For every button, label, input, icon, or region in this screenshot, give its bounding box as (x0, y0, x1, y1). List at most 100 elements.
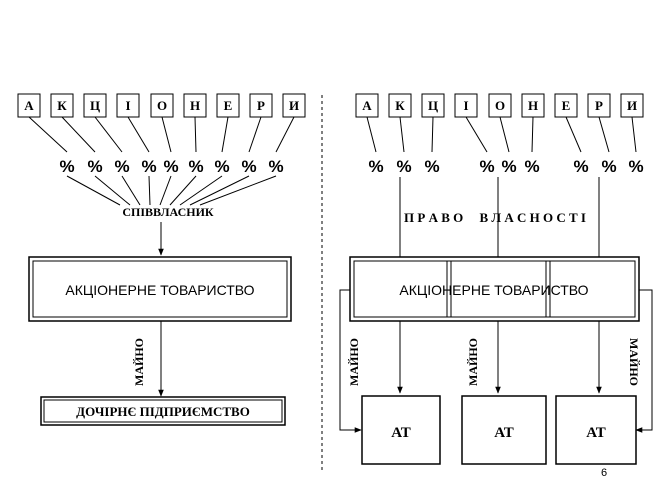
left-hub-line-7 (179, 175, 223, 206)
left-shareholder-box-6: Н (183, 93, 207, 118)
at-box-2-label: АТ (494, 425, 514, 441)
left-shareholder-letter-4: І (125, 98, 130, 113)
left-box-line-3 (94, 116, 123, 153)
left-shareholder-letter-2: К (57, 98, 67, 113)
right-shareholder-box-1: А (355, 93, 379, 118)
at-box-2: АТ (461, 395, 547, 465)
left-shareholder-letter-8: Р (257, 98, 265, 113)
right-property-label-3: МАЙНО (627, 338, 641, 386)
right-shareholder-letter-1: А (362, 98, 372, 113)
right-shareholder-box-2: К (388, 93, 412, 118)
left-company-label: АКЦІОНЕРНЕ ТОВАРИСТВО (65, 282, 254, 298)
left-box-line-5 (161, 116, 172, 153)
right-shareholder-letter-4: І (463, 98, 468, 113)
left-shareholder-letter-5: О (157, 98, 167, 113)
left-box-line-8 (248, 116, 262, 153)
page-number: 6 (601, 467, 607, 479)
left-box-line-4 (127, 116, 150, 153)
left-shareholder-letter-3: Ц (90, 98, 100, 113)
right-shareholder-box-4: І (454, 93, 478, 118)
right-percent-4: % (479, 157, 494, 176)
ownership-right-label: П Р А В О В Л А С Н О С Т І (404, 210, 586, 225)
at-box-3-label: АТ (586, 425, 606, 441)
left-hub-line-9 (199, 175, 277, 206)
right-connector-lines (366, 116, 637, 153)
left-box-line-7 (221, 116, 229, 153)
left-shareholder-box-1: А (17, 93, 41, 118)
property-connector-right (635, 289, 653, 433)
right-company-label: АКЦІОНЕРНЕ ТОВАРИСТВО (399, 282, 588, 298)
left-shareholder-letter-7: Е (224, 98, 233, 113)
left-shareholder-letter-6: Н (190, 98, 200, 113)
left-shareholder-box-5: О (150, 93, 174, 118)
left-company-box: АКЦІОНЕРНЕ ТОВАРИСТВО (28, 256, 292, 322)
right-shareholder-box-8: Р (587, 93, 611, 118)
left-percent-9: % (268, 157, 283, 176)
left-percent-1: % (59, 157, 74, 176)
left-percent-4: % (141, 157, 156, 176)
right-percent-5: % (501, 157, 516, 176)
at-box-1-label: АТ (391, 425, 411, 441)
subsidiary-box: ДОЧІРНЄ ПІДПРИЄМСТВО (40, 396, 286, 426)
left-percent-8: % (241, 157, 256, 176)
right-percent-1: % (368, 157, 383, 176)
left-percent-2: % (87, 157, 102, 176)
left-hub-line-4 (148, 175, 151, 206)
right-property-label-2: МАЙНО (466, 338, 480, 386)
left-connector-lines (28, 116, 295, 206)
right-box-line-8 (598, 116, 610, 153)
left-percent-3: % (114, 157, 129, 176)
left-shareholder-letter-1: А (24, 98, 34, 113)
right-shareholder-box-5: О (488, 93, 512, 118)
right-shareholder-letter-7: Е (562, 98, 571, 113)
left-hub-line-6 (169, 175, 197, 206)
property-connector-left (339, 289, 362, 433)
right-shareholder-letter-2: К (395, 98, 405, 113)
right-box-line-5 (499, 116, 510, 153)
right-box-line-3 (431, 116, 434, 153)
right-property-label-1: МАЙНО (347, 338, 361, 386)
left-shareholder-box-4: І (116, 93, 140, 118)
right-box-line-9 (631, 116, 637, 153)
left-box-line-1 (28, 116, 68, 153)
right-box-line-7 (565, 116, 582, 153)
right-percent-6: % (524, 157, 539, 176)
left-panel: А К Ц І О Н Е Р И %%%%%%%%% СПІВВЛАСНИК АКЦІОНЕР… (17, 93, 306, 426)
left-hub-line-2 (94, 175, 131, 206)
right-shareholder-box-3: Ц (421, 93, 445, 118)
left-shareholder-box-9: И (282, 93, 306, 118)
right-percent-7: % (573, 157, 588, 176)
left-shareholder-letter-9: И (289, 98, 299, 113)
left-shareholder-box-8: Р (249, 93, 273, 118)
right-shareholder-letter-3: Ц (428, 98, 438, 113)
right-percent-3: % (424, 157, 439, 176)
right-percent-signs: %%%%%%%%% (368, 157, 643, 176)
right-percent-8: % (601, 157, 616, 176)
right-percent-9: % (628, 157, 643, 176)
left-hub-line-1 (66, 175, 121, 206)
right-percent-2: % (396, 157, 411, 176)
right-company-box (349, 256, 640, 322)
left-percent-7: % (214, 157, 229, 176)
left-percent-6: % (188, 157, 203, 176)
left-box-line-9 (275, 116, 295, 153)
right-box-line-2 (399, 116, 405, 153)
right-box-line-4 (465, 116, 488, 153)
right-box-line-6 (531, 116, 534, 153)
left-percent-5: % (163, 157, 178, 176)
right-box-line-1 (366, 116, 377, 153)
right-shareholder-box-6: Н (521, 93, 545, 118)
left-shareholder-box-7: Е (216, 93, 240, 118)
right-shareholder-letter-6: Н (528, 98, 538, 113)
co-owner-label: СПІВВЛАСНИК (122, 205, 214, 219)
left-hub-line-5 (159, 175, 172, 206)
left-shareholder-box-3: Ц (83, 93, 107, 118)
left-percent-signs: %%%%%%%%% (59, 157, 283, 176)
at-box-3: АТ (555, 395, 637, 465)
right-shareholder-box-9: И (620, 93, 644, 118)
left-hub-line-8 (189, 175, 250, 206)
